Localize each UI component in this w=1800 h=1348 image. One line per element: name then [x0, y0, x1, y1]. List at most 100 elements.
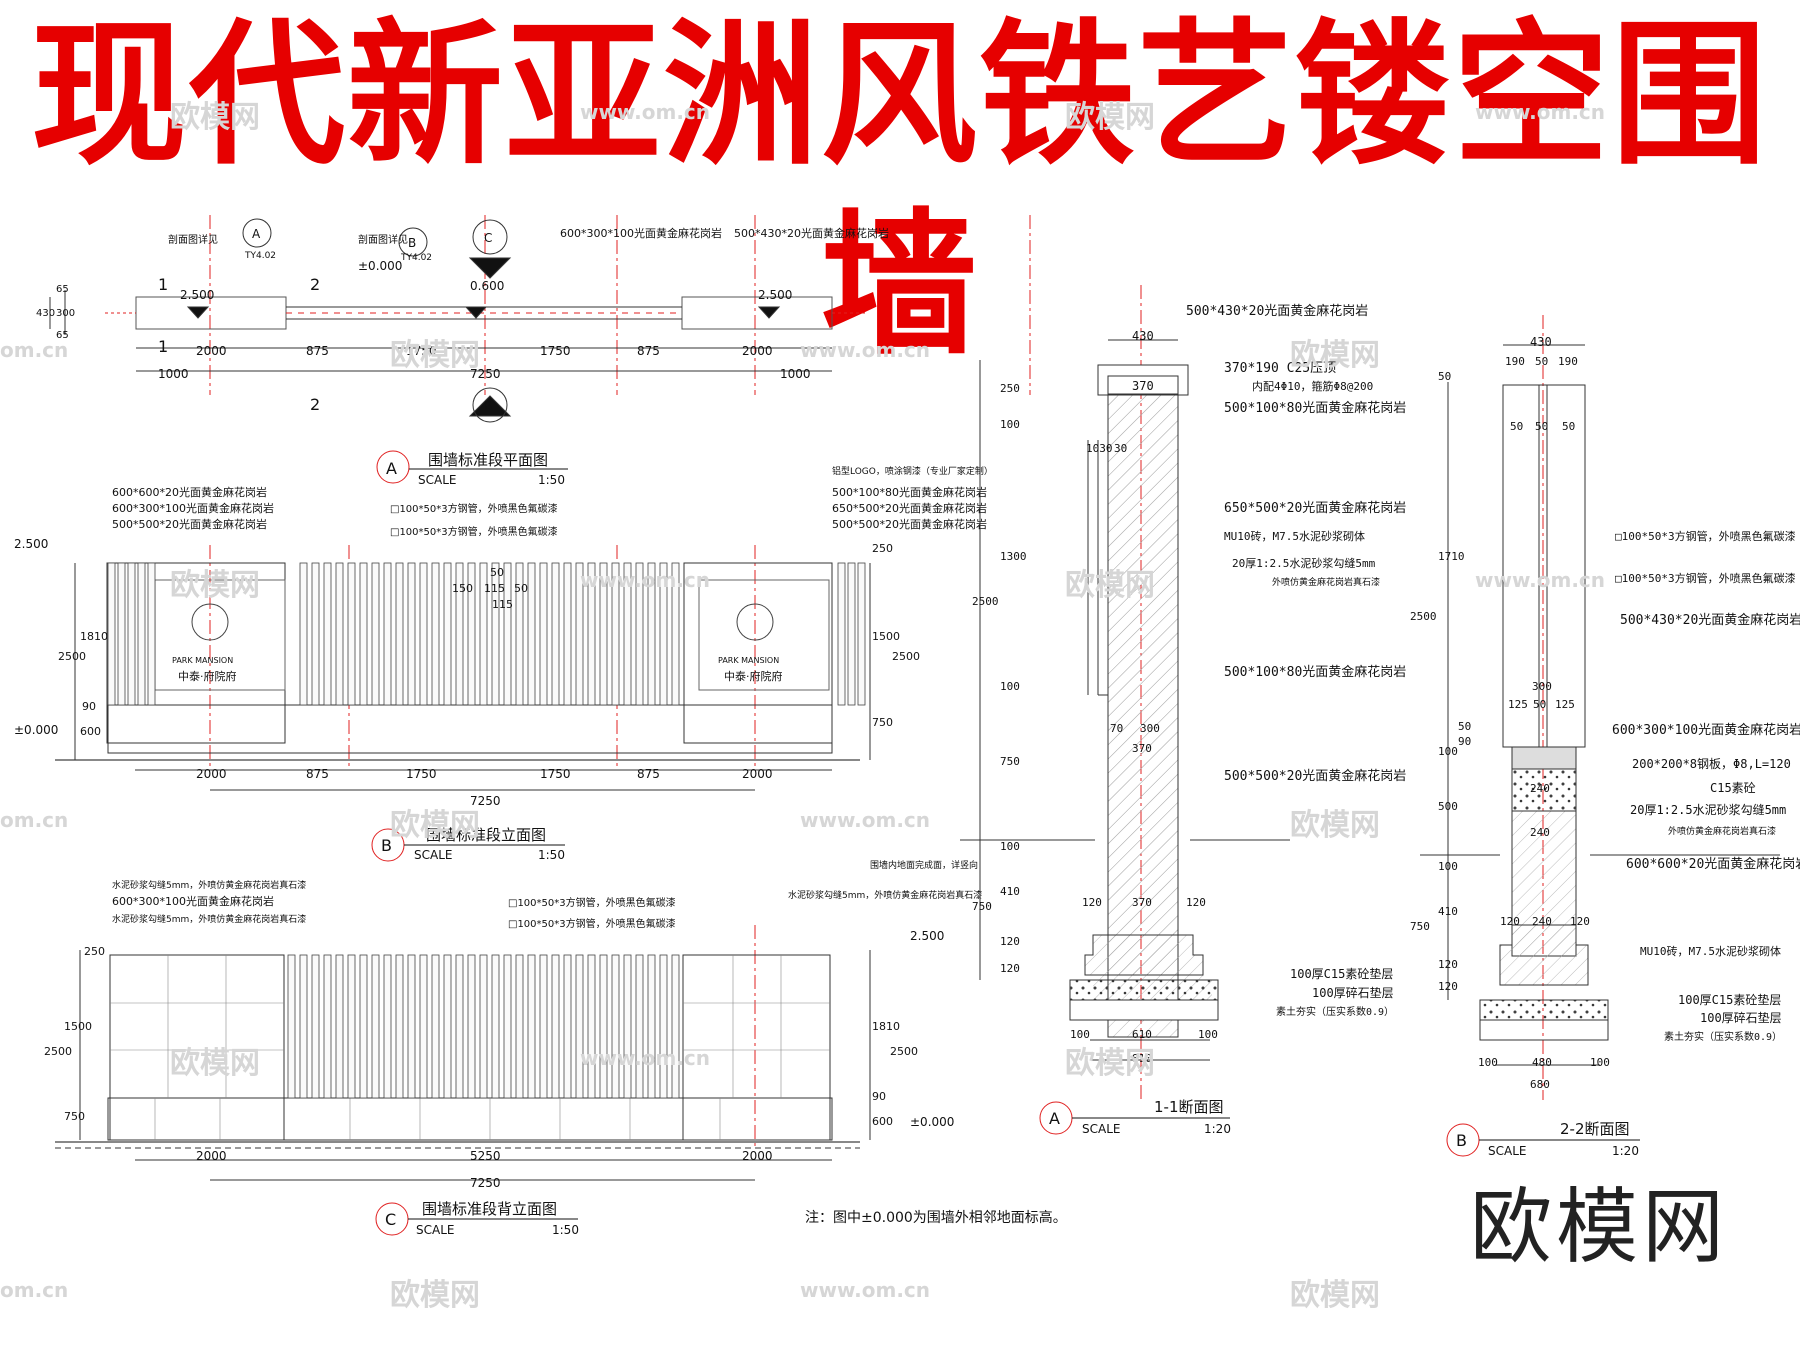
s1-dim-l1: 250 [1000, 382, 1020, 395]
s2-title-marker: B [1456, 1131, 1467, 1150]
picket [563, 562, 572, 706]
front-logo-en-left: PARK MANSION [172, 656, 233, 665]
s1-dim-b7: 810 [1132, 1052, 1152, 1065]
s2-dim-m3: 50 [1533, 698, 1546, 711]
s2-dim-t1: 430 [1530, 335, 1552, 349]
picket [455, 562, 464, 706]
plan-title-marker: A [386, 459, 397, 478]
back-tiles [110, 955, 830, 1140]
picket [563, 954, 572, 1099]
s1-title-marker: A [1049, 1109, 1060, 1128]
s2-scale-label: SCALE [1488, 1144, 1526, 1158]
s1-dim-top-1: 430 [1132, 329, 1154, 343]
s2-dim-t7: 50 [1562, 420, 1575, 433]
front-dim-b2: 875 [306, 767, 329, 781]
s2-callout-10: MU10砖，M7.5水泥砂浆砌体 [1640, 944, 1781, 958]
picket [847, 562, 856, 706]
plan-title: 围墙标准段平面图 [428, 451, 548, 469]
s2-dim-b5: 480 [1532, 1056, 1552, 1069]
s2-dim-l12: 120 [1438, 980, 1458, 993]
back-level-zero: ±0.000 [910, 1115, 954, 1129]
s1-callout-7: 20厚1:2.5水泥砂浆勾缝5mm [1232, 556, 1376, 570]
front-callout-r4: 500*500*20光面黄金麻花岗岩 [832, 517, 987, 531]
section-2-2 [1420, 344, 1780, 1066]
section-1-1 [960, 339, 1290, 1061]
s1-dim-l4: 2500 [972, 595, 999, 608]
front-title-marker: B [381, 836, 392, 855]
s1-dim-l8: 410 [1000, 885, 1020, 898]
back-callout-l3: 水泥砂浆勾缝5mm，外喷仿黄金麻花岗岩真石漆 [112, 913, 306, 925]
picket [323, 562, 332, 706]
plan-level-mid-b: 0.600 [470, 279, 504, 293]
picket [527, 562, 536, 706]
picket [383, 562, 392, 706]
picket [117, 562, 126, 706]
back-title: 围墙标准段背立面图 [422, 1200, 557, 1218]
s2-dim-t4: 190 [1558, 355, 1578, 368]
s2-dim-l1: 50 [1438, 370, 1451, 383]
s2-dim-b6: 100 [1590, 1056, 1610, 1069]
picket [479, 954, 488, 1099]
s1-callout-2: 370*190 C25压顶 [1224, 361, 1336, 376]
drawing-title: 现代新亚洲风铁艺镂空围墙 [31, 4, 1769, 376]
s1-dim-b4: 100 [1070, 1028, 1090, 1041]
watermark-url-short-2: om.cn [0, 808, 69, 832]
picket [311, 562, 320, 706]
watermark-6: 欧模网 [1065, 568, 1155, 603]
s1-dim-l11: 120 [1000, 962, 1020, 975]
picket [443, 954, 452, 1099]
picket [347, 954, 356, 1099]
front-dim-p4: 50 [514, 582, 528, 595]
s2-dim-t6: 50 [1535, 420, 1548, 433]
plan-level-right: 2.500 [758, 288, 792, 302]
picket [539, 562, 548, 706]
watermark-12: 欧模网 [1290, 1278, 1380, 1313]
plan-cut-2a: 2 [310, 275, 320, 294]
picket [527, 954, 536, 1099]
front-level-top: 2.500 [14, 537, 48, 551]
s1-dim-b6: 100 [1198, 1028, 1218, 1041]
front-dim-r2: 1500 [872, 630, 900, 643]
back-dim-l3: 2500 [44, 1045, 72, 1058]
back-title-block: C 围墙标准段背立面图 SCALE 1:50 [375, 1200, 579, 1237]
s1-callout-4: 500*100*80光面黄金麻花岗岩 [1224, 400, 1406, 416]
picket [137, 562, 146, 706]
s2-dim-b1: 120 [1500, 915, 1520, 928]
picket [395, 954, 404, 1099]
picket [491, 954, 500, 1099]
back-pickets [287, 954, 680, 1099]
picket [443, 562, 452, 706]
s1-dim-top-3: 1030 [1086, 442, 1113, 455]
front-callout-r1: 铝型LOGO，喷涂钢漆（专业厂家定制） [832, 465, 993, 477]
plan-mark-b-bottom: B [484, 399, 492, 413]
back-callout-m1: □100*50*3方钢管，外喷黑色氟碳漆 [508, 896, 676, 909]
s2-callout-8: 外喷仿黄金麻花岗岩真石漆 [1668, 825, 1776, 837]
watermark-url-short-3: om.cn [0, 1278, 69, 1302]
back-callout-r2: 水泥砂浆勾缝5mm，外喷仿黄金麻花岗岩真石漆 [788, 889, 982, 901]
back-note: 注：图中±0.000为围墙外相邻地面标高。 [805, 1209, 1067, 1226]
front-callout-m1: □100*50*3方钢管，外喷黑色氟碳漆 [390, 502, 558, 515]
s2-dim-t2: 190 [1505, 355, 1525, 368]
plan-dim-total: 7250 [470, 367, 501, 381]
s1-callout-3: 内配4Φ10，箍筋Φ8@200 [1252, 379, 1373, 393]
back-dim-r2: 2500 [890, 1045, 918, 1058]
plan-ref-a: TY4.02 [244, 251, 276, 261]
picket [575, 954, 584, 1099]
picket [671, 954, 680, 1099]
front-dim-b1: 2000 [196, 767, 227, 781]
plan-mark-c: C [484, 231, 492, 245]
picket [395, 562, 404, 706]
front-dim-b5: 875 [637, 767, 660, 781]
s2-dim-b3: 120 [1570, 915, 1590, 928]
back-dim-r4: 600 [872, 1115, 893, 1128]
watermark-1: 欧模网 [170, 100, 260, 135]
s2-dim-m4: 125 [1555, 698, 1575, 711]
back-callout-r1: 围墙内地面完成面，详竖向 [870, 859, 978, 871]
picket [347, 562, 356, 706]
s1-callout-6: MU10砖，M7.5水泥砂浆砌体 [1224, 529, 1365, 543]
watermark-url-8: www.om.cn [800, 1278, 931, 1302]
picket [539, 954, 548, 1099]
picket [503, 954, 512, 1099]
picket [431, 954, 440, 1099]
